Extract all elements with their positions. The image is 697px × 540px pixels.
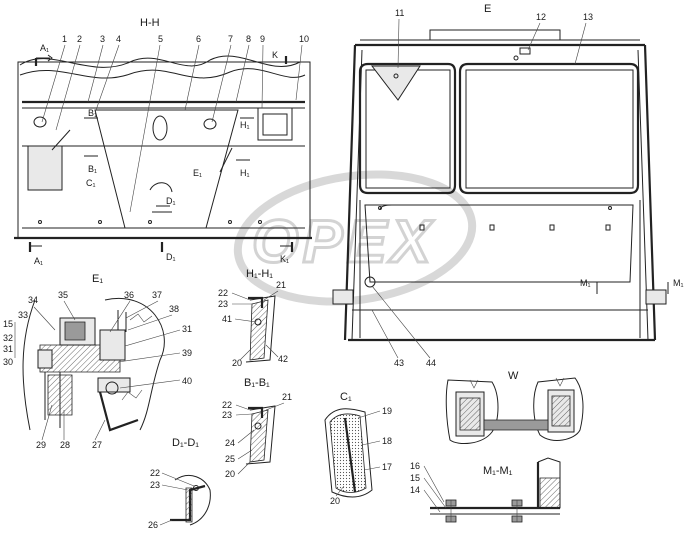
section-mark-d1-mid: D₁: [166, 196, 176, 206]
section-mark-k1-bottom: K₁: [280, 254, 289, 264]
view-d1d1: D₁-D₁ 22 23 26: [148, 437, 211, 530]
view-m1m1: M₁-M₁ 16 15 14: [410, 457, 561, 523]
callout-22a: 22: [218, 288, 228, 298]
callout-41: 41: [222, 314, 232, 324]
section-mark-b1-lower: B₁: [88, 164, 97, 174]
callout-12: 12: [536, 12, 546, 22]
callout-43: 43: [394, 358, 404, 368]
section-mark-b1-upper: B₁: [88, 108, 97, 118]
callout-10: 10: [299, 34, 309, 44]
callout-21b: 21: [282, 392, 292, 402]
section-mark-h1-upper: H₁: [240, 120, 250, 130]
callout-2: 2: [77, 34, 82, 44]
section-mark-h1-lower: H₁: [240, 168, 250, 178]
callout-13: 13: [583, 12, 593, 22]
callout-23c: 23: [150, 480, 160, 490]
view-d1d1-title: D₁-D₁: [172, 437, 199, 449]
callout-31b: 31: [182, 324, 192, 334]
callout-4: 4: [116, 34, 121, 44]
callout-35: 35: [58, 290, 68, 300]
callout-25: 25: [225, 454, 235, 464]
callout-31a: 31: [3, 344, 13, 354]
callout-32: 32: [3, 333, 13, 343]
callout-15a: 15: [3, 319, 13, 329]
view-hh-title: H-H: [140, 17, 160, 29]
view-e1: E₁ 15 32 31 30 33 34 35 36 37 38 31 39 4…: [3, 273, 192, 450]
view-e-title: E: [484, 3, 491, 15]
callout-5: 5: [158, 34, 163, 44]
callout-15b: 15: [410, 473, 420, 483]
watermark: OPEX: [233, 170, 477, 306]
callout-22c: 22: [150, 468, 160, 478]
callout-1: 1: [62, 34, 67, 44]
callout-23a: 23: [218, 299, 228, 309]
view-hh: H-H: [14, 17, 312, 266]
callout-29: 29: [36, 440, 46, 450]
callout-37: 37: [152, 290, 162, 300]
view-m1m1-title: M₁-M₁: [483, 465, 513, 477]
view-b1b1-title: B₁-B₁: [244, 377, 270, 389]
callout-23b: 23: [222, 410, 232, 420]
watermark-text: OPEX: [252, 208, 435, 275]
view-e1-title: E₁: [92, 273, 103, 285]
callout-42: 42: [278, 354, 288, 364]
callout-9: 9: [260, 34, 265, 44]
callout-20b: 20: [225, 469, 235, 479]
view-w: W: [445, 370, 584, 445]
section-mark-a1-top: A₁: [40, 43, 49, 53]
callout-28: 28: [60, 440, 70, 450]
callout-30: 30: [3, 357, 13, 367]
callout-11: 11: [395, 8, 404, 18]
view-w-title: W: [508, 370, 519, 382]
callout-21a: 21: [276, 280, 286, 290]
section-mark-m1-left: M₁: [580, 278, 591, 288]
section-mark-e1: E₁: [193, 168, 202, 178]
view-b1b1: B₁-B₁ 22 23 21 24 25 20: [222, 377, 292, 479]
callout-20c: 20: [330, 496, 340, 506]
view-h1h1-title: H₁-H₁: [246, 268, 273, 280]
callout-38: 38: [169, 304, 179, 314]
callout-40: 40: [182, 376, 192, 386]
callout-24: 24: [225, 438, 235, 448]
view-h1h1: H₁-H₁ 22 23 21 41 20 42: [218, 268, 288, 368]
view-e: E M₁: [332, 3, 684, 368]
section-mark-a1-bottom: A₁: [34, 256, 43, 266]
callout-27: 27: [92, 440, 102, 450]
view-c1-title: C₁: [340, 391, 352, 403]
callout-39: 39: [182, 348, 192, 358]
callout-17: 17: [382, 462, 392, 472]
callout-36: 36: [124, 290, 134, 300]
callout-7: 7: [228, 34, 233, 44]
callout-6: 6: [196, 34, 201, 44]
callout-34: 34: [28, 295, 38, 305]
callout-22b: 22: [222, 400, 232, 410]
callout-33a: 33: [18, 310, 28, 320]
view-c1: C₁ 19 18 17 20: [324, 391, 392, 506]
section-mark-d1-bottom: D₁: [166, 252, 176, 262]
callout-18: 18: [382, 436, 392, 446]
callout-44: 44: [426, 358, 436, 368]
callout-14: 14: [410, 485, 420, 495]
callout-26: 26: [148, 520, 158, 530]
section-mark-c1: C₁: [86, 178, 96, 188]
section-mark-m1-right: M₁: [673, 278, 684, 288]
callout-16: 16: [410, 461, 420, 471]
callout-19: 19: [382, 406, 392, 416]
callout-8: 8: [246, 34, 251, 44]
section-mark-k-top: K: [272, 50, 278, 60]
callout-20a: 20: [232, 358, 242, 368]
callout-3: 3: [100, 34, 105, 44]
